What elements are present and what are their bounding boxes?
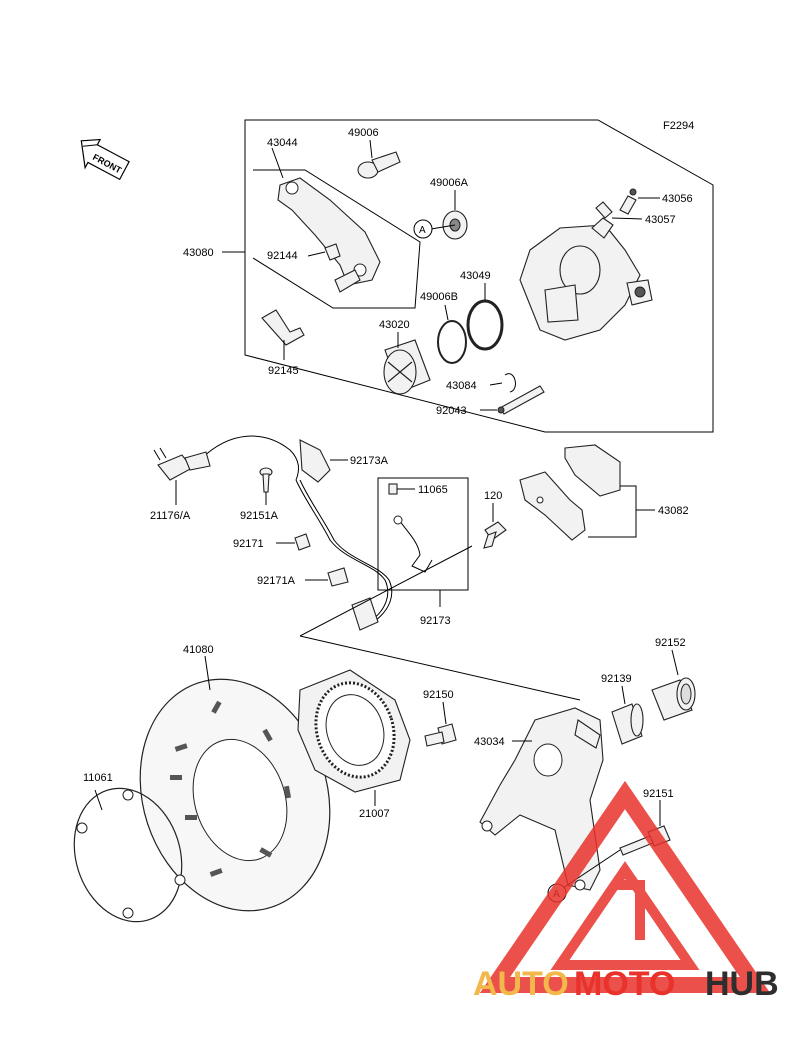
brake-pads — [519, 444, 621, 541]
label-21007: 21007 — [359, 808, 390, 820]
automotohub-watermark: AUTO MOTO HUB — [473, 780, 779, 1003]
pad-pin-92043 — [497, 385, 545, 415]
sensor-cable — [295, 479, 389, 621]
front-arrow-icon: FRONT — [80, 138, 130, 181]
seal-49006B — [437, 320, 467, 364]
label-43057: 43057 — [645, 214, 676, 226]
label-43034: 43034 — [474, 736, 505, 748]
caliper-mount-bracket — [479, 707, 604, 891]
svg-text:A: A — [419, 225, 426, 236]
label-11061: 11061 — [83, 772, 113, 784]
seal-43049 — [466, 299, 504, 351]
clamp-92171 — [294, 533, 311, 551]
figure-code: F2294 — [663, 120, 694, 132]
label-92151A: 92151A — [240, 510, 279, 522]
sensor-head — [351, 597, 379, 631]
label-92173A: 92173A — [350, 455, 389, 467]
pin-clip-43084 — [504, 373, 516, 393]
piston-43020 — [383, 339, 431, 395]
label-49006: 49006 — [348, 127, 379, 139]
label-43056: 43056 — [662, 193, 693, 205]
bracket-92173A — [299, 439, 331, 483]
label-43049: 43049 — [460, 270, 491, 282]
label-49006B: 49006B — [420, 291, 458, 303]
label-92144: 92144 — [267, 250, 298, 262]
caliper-body — [519, 217, 653, 341]
abs-rotor-21007 — [297, 669, 411, 793]
label-43020: 43020 — [379, 319, 410, 331]
caliper-assembly-outline — [244, 119, 714, 433]
spacer-11065 — [388, 483, 398, 495]
bracket-92173-outline — [377, 477, 469, 591]
label-49006A: 49006A — [430, 177, 469, 189]
bleeder-cap — [595, 201, 613, 219]
collar-92139 — [611, 703, 644, 745]
label-43084: 43084 — [446, 380, 477, 392]
bolt-92151A — [259, 467, 273, 493]
brake-disc — [139, 678, 331, 912]
watermark-text-moto: MOTO — [574, 965, 675, 1003]
label-92150: 92150 — [423, 689, 454, 701]
label-92173: 92173 — [420, 615, 451, 627]
ref-marker-a-upper: A — [413, 219, 433, 239]
label-92145: 92145 — [268, 365, 299, 377]
label-43082: 43082 — [658, 505, 689, 517]
pad-spring-92145 — [261, 309, 305, 346]
bolt-92150 — [424, 723, 457, 747]
watermark-text-hub: HUB — [705, 965, 779, 1003]
slide-pin — [334, 269, 361, 293]
label-41080: 41080 — [183, 644, 214, 656]
label-92151: 92151 — [643, 788, 674, 800]
label-43044: 43044 — [267, 137, 298, 149]
watermark-text-auto: AUTO — [473, 965, 569, 1003]
caliper-bracket — [277, 177, 381, 286]
bracket-subgroup-outline — [252, 169, 421, 309]
part-labels: 43044 49006 49006A 43056 43057 43080 921… — [83, 127, 693, 820]
label-43080: 43080 — [183, 247, 214, 259]
label-92139: 92139 — [601, 673, 632, 685]
clamp-92171A — [327, 567, 349, 587]
label-92171: 92171 — [233, 538, 264, 550]
clip-92144 — [324, 243, 341, 261]
label-92152: 92152 — [655, 637, 686, 649]
bleeder-valve — [619, 188, 637, 215]
abs-sensor — [153, 435, 299, 481]
label-11065: 11065 — [418, 484, 448, 496]
bracket-92173 — [397, 517, 433, 573]
label-120: 120 — [484, 490, 502, 502]
bolt-120 — [483, 521, 507, 549]
pin-49006 — [357, 151, 401, 179]
label-21176A: 21176/A — [150, 510, 191, 522]
label-92171A: 92171A — [257, 575, 296, 587]
label-92043: 92043 — [436, 405, 467, 417]
collar-92152 — [651, 677, 696, 721]
watermark-triangle-icon — [479, 780, 771, 993]
gasket-11061 — [73, 787, 186, 923]
